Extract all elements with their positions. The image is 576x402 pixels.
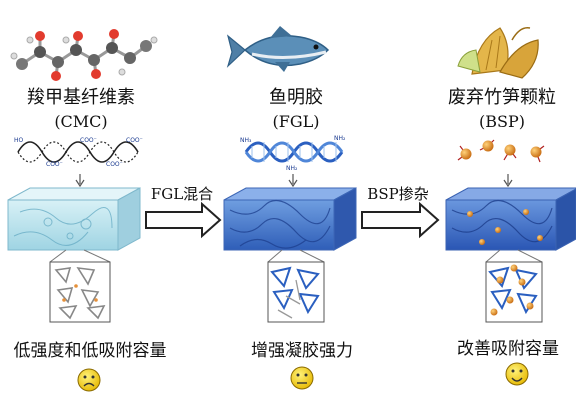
bamboo-shoot-icon: [457, 27, 539, 79]
cmc-strand-label: COO⁻: [126, 137, 143, 144]
cmc-gel-block: [7, 187, 141, 251]
fgl-network-structure: [267, 261, 325, 323]
cmc-abbr-label: (CMC): [54, 112, 108, 131]
fgl-strand-label: NH₂: [334, 135, 346, 142]
cmc-strand-label: HO: [14, 137, 24, 144]
bsp-name-label: 废弃竹笋颗粒: [448, 87, 556, 108]
mixing-arrow-label: FGL混合: [150, 185, 214, 203]
bsp-particles-icon: [457, 139, 545, 163]
fgl-abbr-label: (FGL): [272, 112, 320, 131]
cmc-name-label: 羧甲基纤维素: [27, 87, 135, 108]
doping-arrow-label: BSP掺杂: [367, 185, 429, 203]
fgl-outcome-label: 增强凝胶强力: [251, 341, 353, 361]
zoom-lines: [49, 249, 543, 263]
bsp-outcome-label: 改善吸附容量: [457, 339, 559, 359]
bsp-abbr-label: (BSP): [479, 112, 525, 131]
cmc-network-structure: [49, 261, 111, 323]
fgl-strand-label: NH₂: [286, 165, 298, 172]
cmc-strand-label: COO⁻: [106, 161, 123, 168]
cmc-strand-label: COO⁻: [46, 161, 63, 168]
fgl-strand-label: NH₃: [240, 137, 252, 144]
neutral-face-icon: [290, 366, 314, 390]
cmc-strand-label: COO⁻: [80, 137, 97, 144]
doping-arrow-icon: [361, 201, 440, 239]
happy-face-icon: [505, 362, 529, 386]
down-arrow-icon: [75, 174, 513, 188]
bsp-network-structure: [485, 261, 543, 323]
fgl-name-label: 鱼明胶: [269, 87, 323, 108]
fish-icon: [226, 26, 330, 72]
sad-face-icon: [77, 368, 101, 392]
cmc-strand-icon: [17, 141, 139, 163]
bsp-gel-block: [445, 187, 576, 251]
cmc-molecule-icon: [10, 29, 158, 81]
fgl-gel-block: [223, 187, 357, 251]
mixing-arrow-icon: [145, 201, 222, 239]
cmc-outcome-label: 低强度和低吸附容量: [13, 341, 167, 361]
fgl-strand-icon: [244, 141, 344, 163]
